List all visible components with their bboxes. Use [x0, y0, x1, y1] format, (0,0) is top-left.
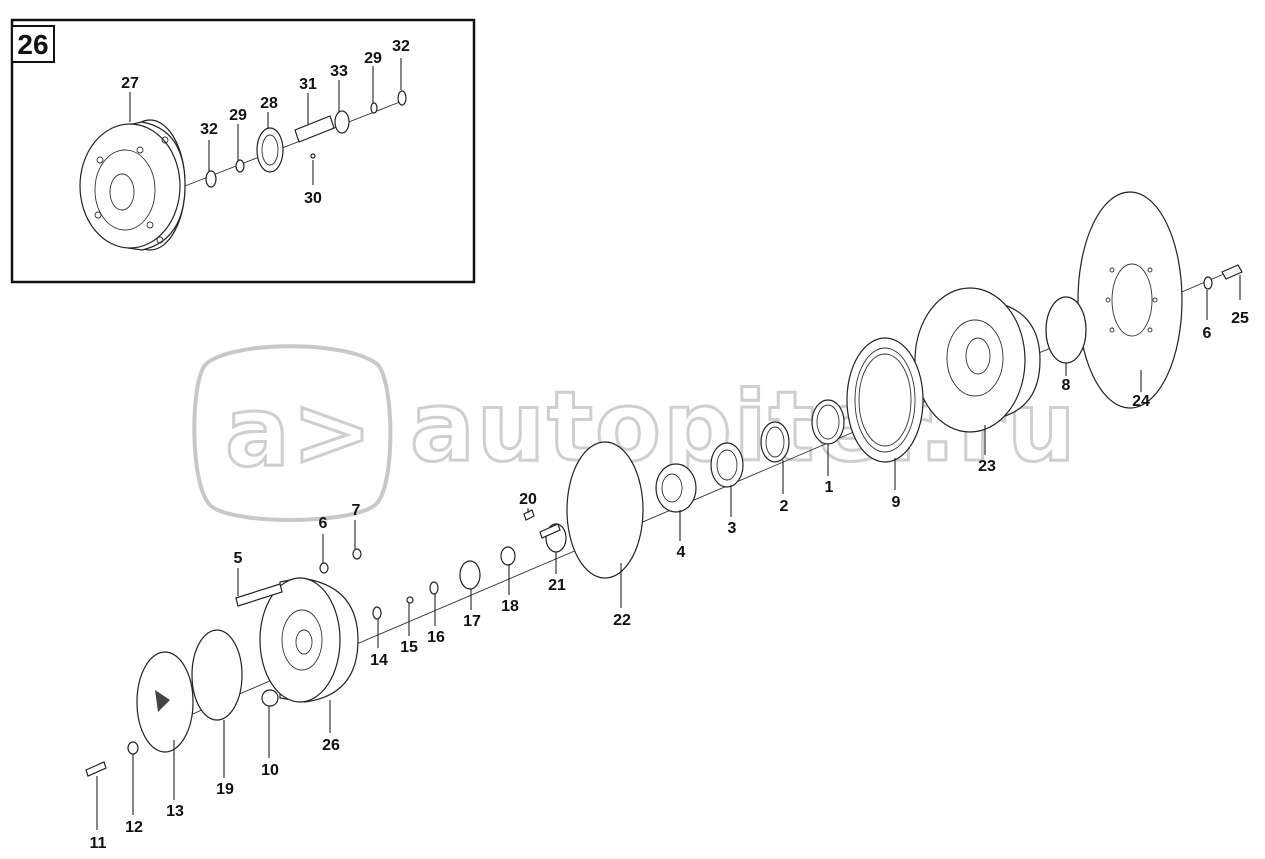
callout-1: 1: [825, 479, 834, 496]
part-bolt-5: [235, 583, 283, 607]
callout-28: 28: [260, 95, 278, 112]
callout-6: 6: [319, 515, 328, 532]
callout-3: 3: [728, 520, 737, 537]
inset-shaft-31: [294, 115, 335, 143]
callout-12: 12: [125, 819, 143, 836]
part-bearing-17: [459, 560, 481, 590]
part-ring-18: [500, 546, 516, 566]
part-bearing-3: [710, 442, 744, 488]
part-housing-23: [914, 287, 1041, 433]
callout-31: 31: [299, 76, 317, 93]
callout-10: 10: [261, 762, 279, 779]
watermark-logo-text: a>: [225, 376, 374, 488]
callout-30: 30: [304, 190, 322, 207]
part-retainer-21: [539, 523, 567, 553]
part-washer-16: [429, 581, 439, 595]
callout-5: 5: [234, 550, 243, 567]
part-ring-gear-9: [846, 337, 924, 463]
part-seal-2: [760, 421, 790, 463]
part-oring-19: [191, 629, 243, 721]
inset-label-box: [11, 25, 55, 63]
part-washer-6a: [1203, 276, 1213, 290]
callout-22: 22: [613, 612, 631, 629]
part-washer-14: [372, 606, 382, 620]
callout-32: 32: [200, 121, 218, 138]
part-planet-carrier-26: [259, 577, 359, 703]
callout-27: 27: [121, 75, 139, 92]
callout-29: 29: [364, 50, 382, 67]
inset-label: 26: [17, 29, 48, 60]
part-washer-12: [127, 741, 139, 755]
callout-7: 7: [352, 502, 361, 519]
inset-bearing-33: [334, 110, 350, 134]
part-ring-1: [811, 399, 845, 445]
callout-24: 24: [1132, 393, 1150, 410]
callout-6: 6: [1203, 325, 1212, 342]
leader-lines: [96, 275, 1241, 830]
callout-2: 2: [780, 498, 789, 515]
part-bolt-25: [1221, 264, 1243, 280]
callout-15: 15: [400, 639, 418, 656]
part-screw-20: [523, 509, 535, 521]
callout-17: 17: [463, 613, 481, 630]
inset-ring-32a: [205, 170, 217, 188]
callout-25: 25: [1231, 310, 1249, 327]
callout-21: 21: [548, 577, 566, 594]
inset-pin-30: [310, 153, 316, 159]
callout-14: 14: [370, 652, 388, 669]
callout-19: 19: [216, 781, 234, 798]
part-cover-13: [136, 651, 194, 753]
callout-9: 9: [892, 494, 901, 511]
callout-16: 16: [427, 629, 445, 646]
part-plug-10: [261, 689, 279, 707]
callout-23: 23: [978, 458, 996, 475]
inset-detail-26: 26: [10, 18, 476, 284]
inset-ring-32b: [397, 90, 407, 106]
part-ball-15: [406, 596, 414, 604]
callout-11: 11: [90, 835, 107, 852]
inset-washer-29a: [235, 159, 245, 173]
callout-29: 29: [229, 107, 247, 124]
callout-26: 26: [322, 737, 340, 754]
watermark-logo-badge: [192, 344, 393, 522]
part-bolt-11: [85, 761, 107, 777]
callout-18: 18: [501, 598, 519, 615]
callout-8: 8: [1062, 377, 1071, 394]
part-bearing-4: [655, 463, 697, 513]
part-washer-6b: [319, 562, 329, 574]
callout-33: 33: [330, 63, 348, 80]
callout-32: 32: [392, 38, 410, 55]
inset-hub-housing: [79, 119, 186, 251]
part-disc-24: [1077, 191, 1183, 409]
inset-frame: [10, 18, 476, 284]
inset-washer-29b: [370, 102, 378, 114]
inset-gear-28: [256, 127, 284, 173]
callout-13: 13: [166, 803, 184, 820]
part-gasket-22: [566, 441, 644, 579]
part-nut-7: [352, 548, 362, 560]
part-oring-8: [1045, 296, 1087, 364]
callout-4: 4: [677, 544, 686, 561]
callout-20: 20: [519, 491, 537, 508]
